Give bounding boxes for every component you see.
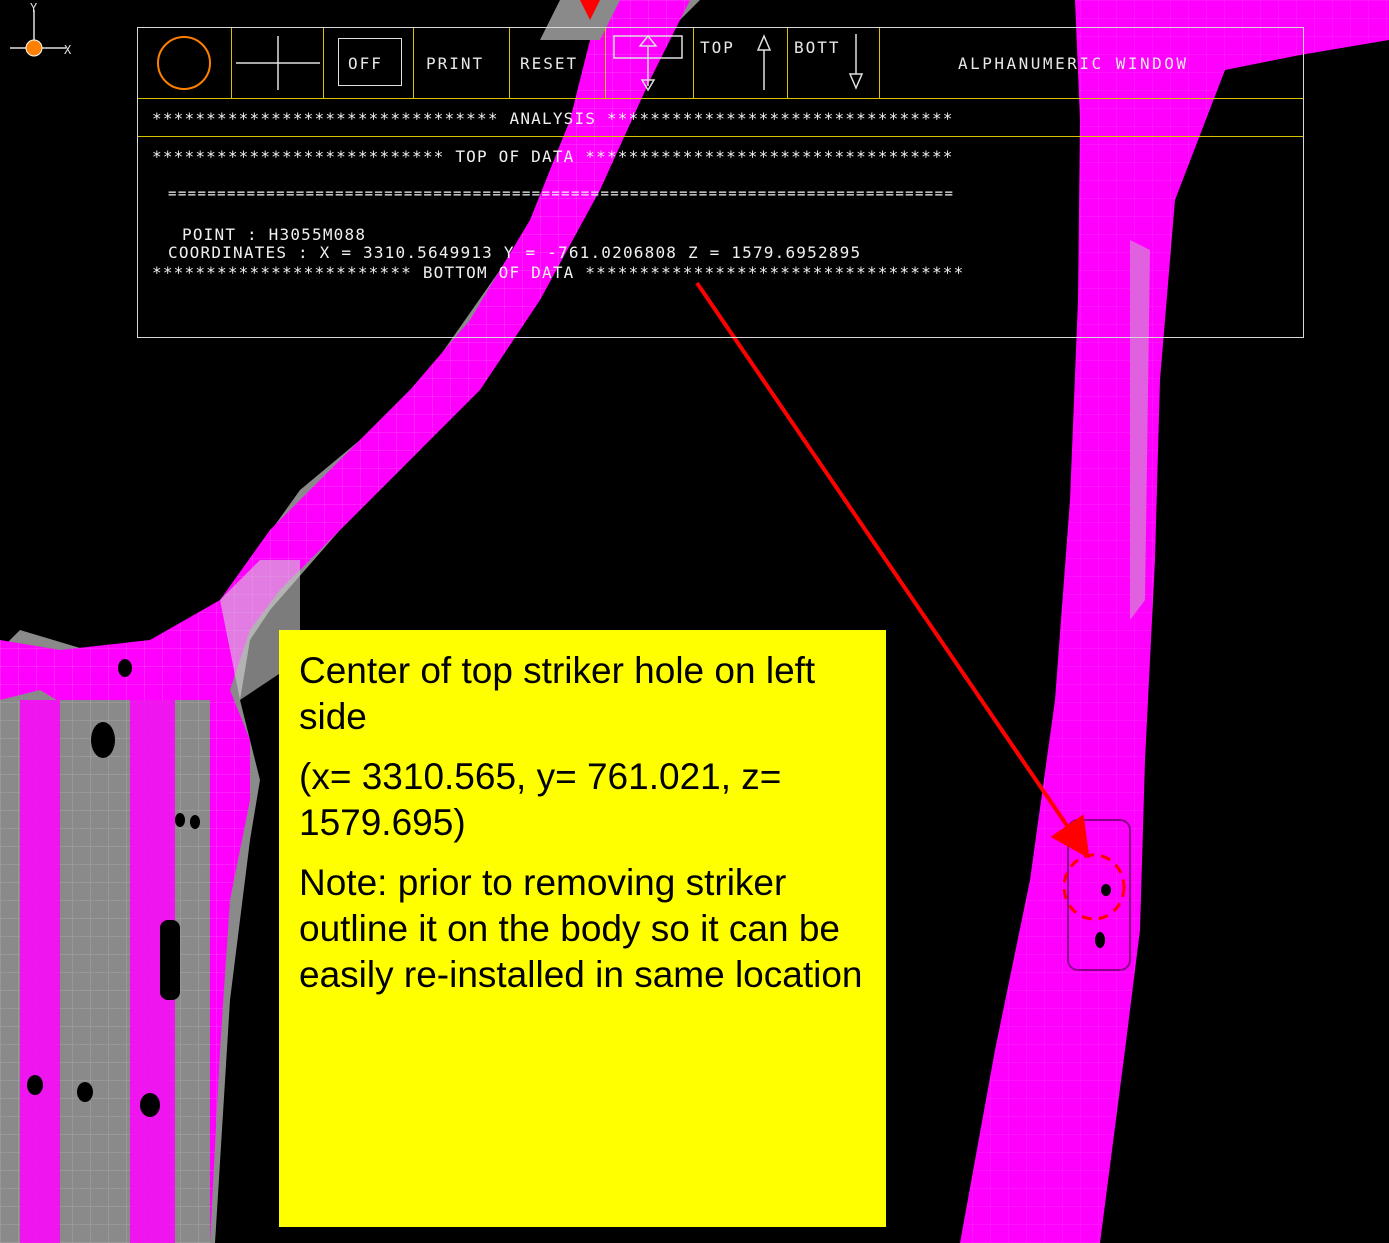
reset-button[interactable]: RESET xyxy=(510,28,606,98)
bottom-of-data-line: ************************ BOTTOM OF DATA … xyxy=(152,263,965,282)
x-axis-label: X xyxy=(64,43,72,57)
coordinates-line: COORDINATES : X = 3310.5649913 Y = -761.… xyxy=(168,243,862,262)
circle-icon xyxy=(157,36,211,90)
off-button-label: OFF xyxy=(348,54,383,73)
crosshair-icon xyxy=(236,36,320,90)
point-line: POINT : H3055M088 xyxy=(182,225,367,244)
off-button-frame xyxy=(338,38,402,86)
callout-note: Note: prior to removing striker outline … xyxy=(299,862,863,995)
annotation-callout: Center of top striker hole on left side … xyxy=(279,630,886,1227)
axis-triad: Y X xyxy=(10,1,72,57)
circle-tool-button[interactable] xyxy=(138,28,232,98)
top-button[interactable]: TOP xyxy=(694,28,788,98)
scroll-updown-button[interactable] xyxy=(606,28,694,98)
reset-button-label: RESET xyxy=(520,54,579,73)
bott-button-label: BOTT xyxy=(794,38,841,57)
y-axis-label: Y xyxy=(30,1,38,15)
roof-rail xyxy=(540,0,620,40)
print-button[interactable]: PRINT xyxy=(414,28,510,98)
alphanumeric-window: OFF PRINT RESET TOP BOTT ALPHANUMERIC WI… xyxy=(137,27,1304,338)
print-button-label: PRINT xyxy=(426,54,485,73)
red-fragment xyxy=(580,0,600,20)
window-title: ALPHANUMERIC WINDOW xyxy=(958,54,1189,73)
divider xyxy=(138,136,1303,137)
top-of-data-line: *************************** TOP OF DATA … xyxy=(152,147,954,166)
grid-tool-button[interactable] xyxy=(232,28,324,98)
off-button[interactable]: OFF xyxy=(324,28,414,98)
a-pillar-mesh xyxy=(0,0,700,1243)
bott-button[interactable]: BOTT xyxy=(788,28,880,98)
striker-hole-marker xyxy=(1062,853,1126,921)
b-pillar-mesh xyxy=(960,0,1389,1243)
callout-title: Center of top striker hole on left side xyxy=(299,650,816,737)
up-arrow-icon xyxy=(756,34,772,90)
analysis-line: ******************************** ANALYSI… xyxy=(152,109,954,128)
window-toolbar: OFF PRINT RESET TOP BOTT ALPHANUMERIC WI… xyxy=(138,28,1303,99)
callout-coordinates: (x= 3310.565, y= 761.021, z= 1579.695) xyxy=(299,756,782,843)
down-arrow-icon xyxy=(848,34,864,90)
pointer-arrow xyxy=(695,281,1090,859)
scroll-arrows-icon xyxy=(613,34,683,92)
top-button-label: TOP xyxy=(700,38,735,57)
separator-line: ========================================… xyxy=(168,186,955,202)
